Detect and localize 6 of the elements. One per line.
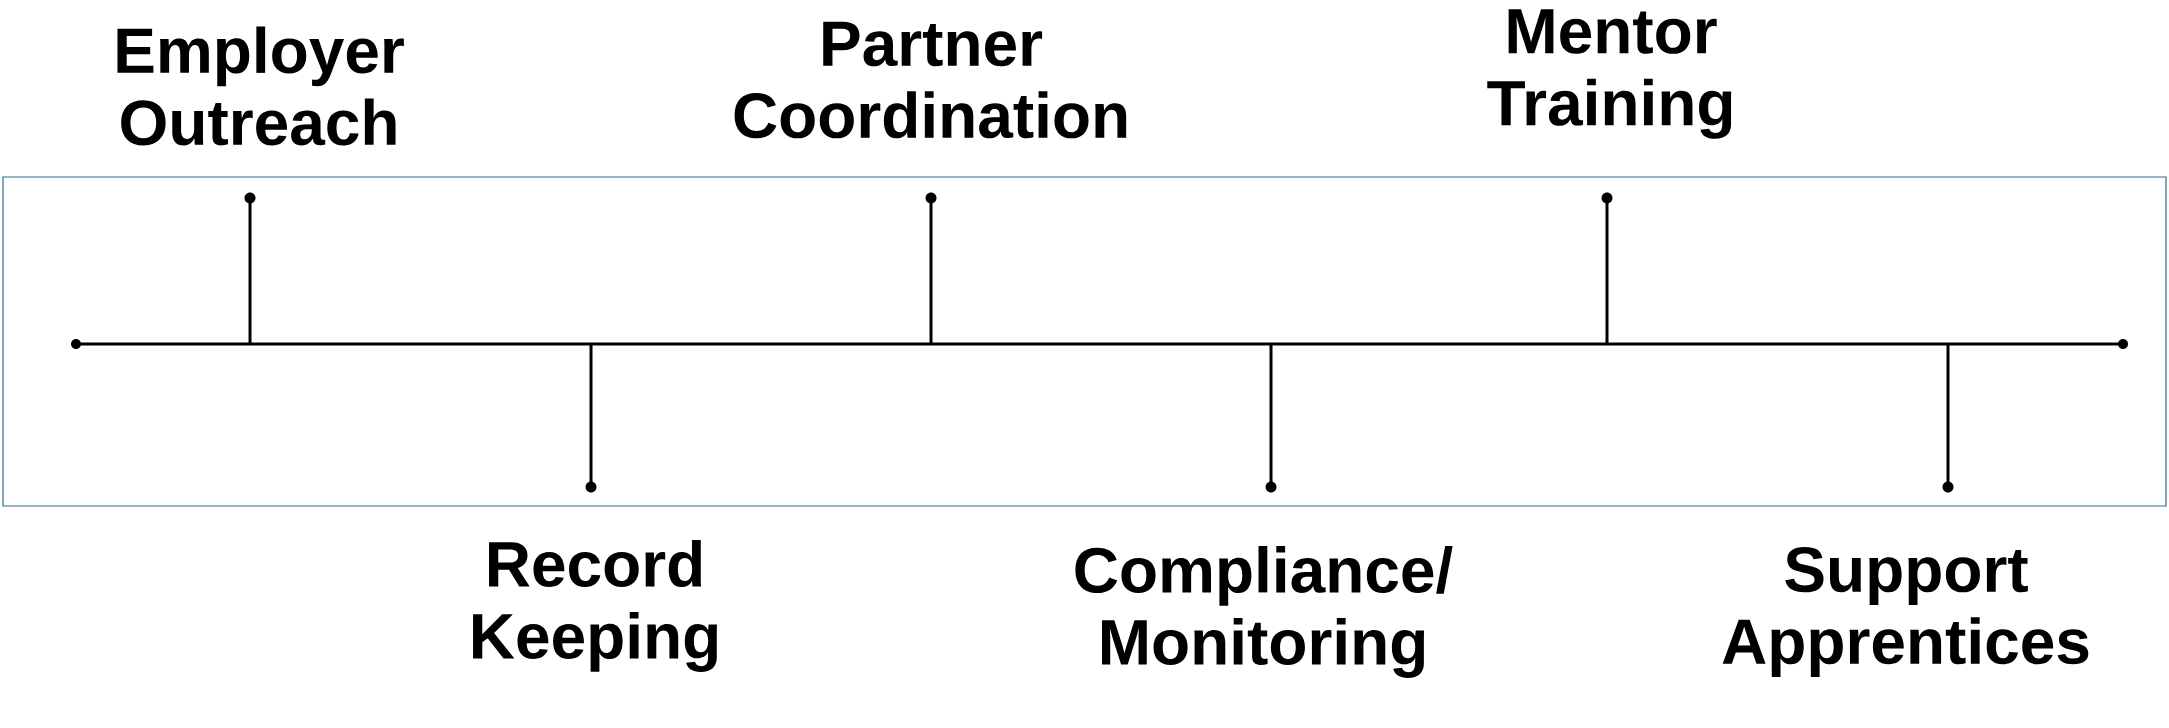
timeline-label: Employer Outreach	[117, 26, 404, 146]
timeline-label: Partner Coordination	[734, 21, 1127, 139]
timeline-label: Compliance/ Monitoring	[1075, 546, 1453, 678]
timeline-label: Support Apprentices	[1722, 547, 2089, 677]
timeline-label: Record Keeping	[473, 540, 717, 672]
timeline-label: Mentor Training	[1487, 9, 1732, 139]
